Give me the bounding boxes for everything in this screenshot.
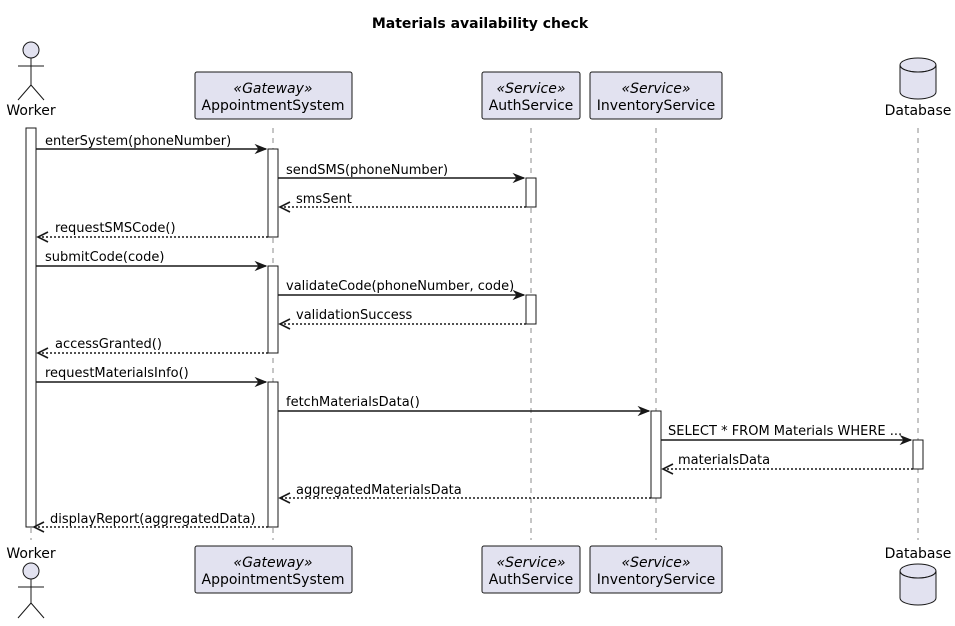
database-icon <box>899 57 937 100</box>
message-10: fetchMaterialsData() <box>278 395 651 417</box>
activation-appointment-2 <box>267 265 279 354</box>
message-label: requestSMSCode() <box>55 221 176 236</box>
participant-inventory-service-bottom: «Service» InventoryService <box>589 545 723 594</box>
participant-box <box>194 545 353 594</box>
participant-inventory-service-top: «Service» InventoryService <box>589 71 723 120</box>
message-8: accessGranted() <box>36 337 268 359</box>
message-label: requestMaterialsInfo() <box>45 366 189 381</box>
participant-label: AppointmentSystem <box>202 98 345 114</box>
participant-box <box>481 71 581 120</box>
actor-right-leg-icon <box>30 84 45 101</box>
actor-worker-bottom: Worker <box>6 546 56 619</box>
arrowhead-icon <box>637 405 651 417</box>
participant-label: InventoryService <box>597 572 716 588</box>
participant-label: Database <box>885 103 952 119</box>
arrowhead-icon <box>278 318 291 330</box>
message-1: enterSystem(phoneNumber) <box>36 134 268 155</box>
participant-headers-bottom: Worker «Gateway» AppointmentSystem «Serv… <box>6 545 952 619</box>
message-2: sendSMS(phoneNumber) <box>278 163 526 184</box>
participant-label: Worker <box>6 103 56 119</box>
activation-appointment-1 <box>267 148 279 238</box>
activation-appointment-3 <box>267 381 279 528</box>
participant-database-top: Database <box>885 57 952 119</box>
actor-head-icon <box>22 562 40 580</box>
participant-stereotype: «Service» <box>496 555 565 571</box>
participant-stereotype: «Service» <box>621 555 690 571</box>
actor-head-icon <box>22 41 40 59</box>
message-7: validationSuccess <box>278 308 526 330</box>
messages: enterSystem(phoneNumber) sendSMS(phoneNu… <box>32 134 913 533</box>
message-3: smsSent <box>278 192 526 213</box>
arrowhead-icon <box>32 521 45 533</box>
message-6: validateCode(phoneNumber, code) <box>278 279 526 301</box>
activation-inventory <box>650 410 662 499</box>
message-14: displayReport(aggregatedData) <box>32 512 268 533</box>
message-4: requestSMSCode() <box>36 221 268 243</box>
message-9: requestMaterialsInfo() <box>36 366 268 388</box>
activations <box>25 127 924 528</box>
arrowhead-icon <box>512 289 526 301</box>
message-label: smsSent <box>296 192 352 207</box>
participant-label: AuthService <box>489 572 574 588</box>
message-label: accessGranted() <box>55 337 162 352</box>
actor-left-leg-icon <box>17 84 32 101</box>
message-11: SELECT * FROM Materials WHERE ... <box>661 424 913 446</box>
participant-label: InventoryService <box>597 98 716 114</box>
arrowhead-icon <box>278 201 291 213</box>
message-label: SELECT * FROM Materials WHERE ... <box>668 424 902 439</box>
participant-box <box>481 545 581 594</box>
message-label: validateCode(phoneNumber, code) <box>286 279 514 294</box>
message-label: enterSystem(phoneNumber) <box>45 134 231 149</box>
diagram-title: Materials availability check <box>372 16 589 32</box>
participant-headers-top: Worker «Gateway» AppointmentSystem «Serv… <box>6 41 952 120</box>
message-label: submitCode(code) <box>45 250 164 265</box>
arrowhead-icon <box>254 143 268 155</box>
message-12: materialsData <box>661 453 913 475</box>
actor-left-leg-icon <box>17 602 32 619</box>
message-5: submitCode(code) <box>36 250 268 272</box>
actor-right-leg-icon <box>30 602 45 619</box>
arrowhead-icon <box>899 434 913 446</box>
participant-auth-service-top: «Service» AuthService <box>481 71 581 120</box>
arrowhead-icon <box>661 463 674 475</box>
arrowhead-icon <box>512 172 526 184</box>
activation-worker <box>25 127 37 528</box>
arrowhead-icon <box>278 492 291 504</box>
participant-label: AppointmentSystem <box>202 572 345 588</box>
participant-auth-service-bottom: «Service» AuthService <box>481 545 581 594</box>
message-label: sendSMS(phoneNumber) <box>286 163 448 178</box>
participant-label: Worker <box>6 546 56 562</box>
lifelines <box>30 128 919 540</box>
participant-appointment-system-bottom: «Gateway» AppointmentSystem <box>194 545 353 594</box>
participant-box <box>589 545 723 594</box>
participant-database-bottom: Database <box>885 546 952 606</box>
participant-label: Database <box>885 546 952 562</box>
message-13: aggregatedMaterialsData <box>278 483 651 504</box>
participant-stereotype: «Gateway» <box>233 555 312 571</box>
message-label: fetchMaterialsData() <box>286 395 420 410</box>
activation-auth-1 <box>525 177 537 208</box>
message-label: validationSuccess <box>296 308 413 323</box>
message-label: aggregatedMaterialsData <box>296 483 462 498</box>
activation-auth-2 <box>525 294 537 325</box>
arrowhead-icon <box>254 376 268 388</box>
arrowhead-icon <box>36 231 49 243</box>
database-icon <box>899 563 937 606</box>
arrowhead-icon <box>254 260 268 272</box>
arrowhead-icon <box>36 347 49 359</box>
participant-label: AuthService <box>489 98 574 114</box>
participant-box <box>194 71 353 120</box>
participant-box <box>589 71 723 120</box>
actor-worker-top: Worker <box>6 41 56 119</box>
participant-stereotype: «Service» <box>496 81 565 97</box>
activation-database <box>912 439 924 470</box>
message-label: materialsData <box>678 453 770 468</box>
participant-appointment-system-top: «Gateway» AppointmentSystem <box>194 71 353 120</box>
participant-stereotype: «Gateway» <box>233 81 312 97</box>
participant-stereotype: «Service» <box>621 81 690 97</box>
message-label: displayReport(aggregatedData) <box>50 512 256 527</box>
